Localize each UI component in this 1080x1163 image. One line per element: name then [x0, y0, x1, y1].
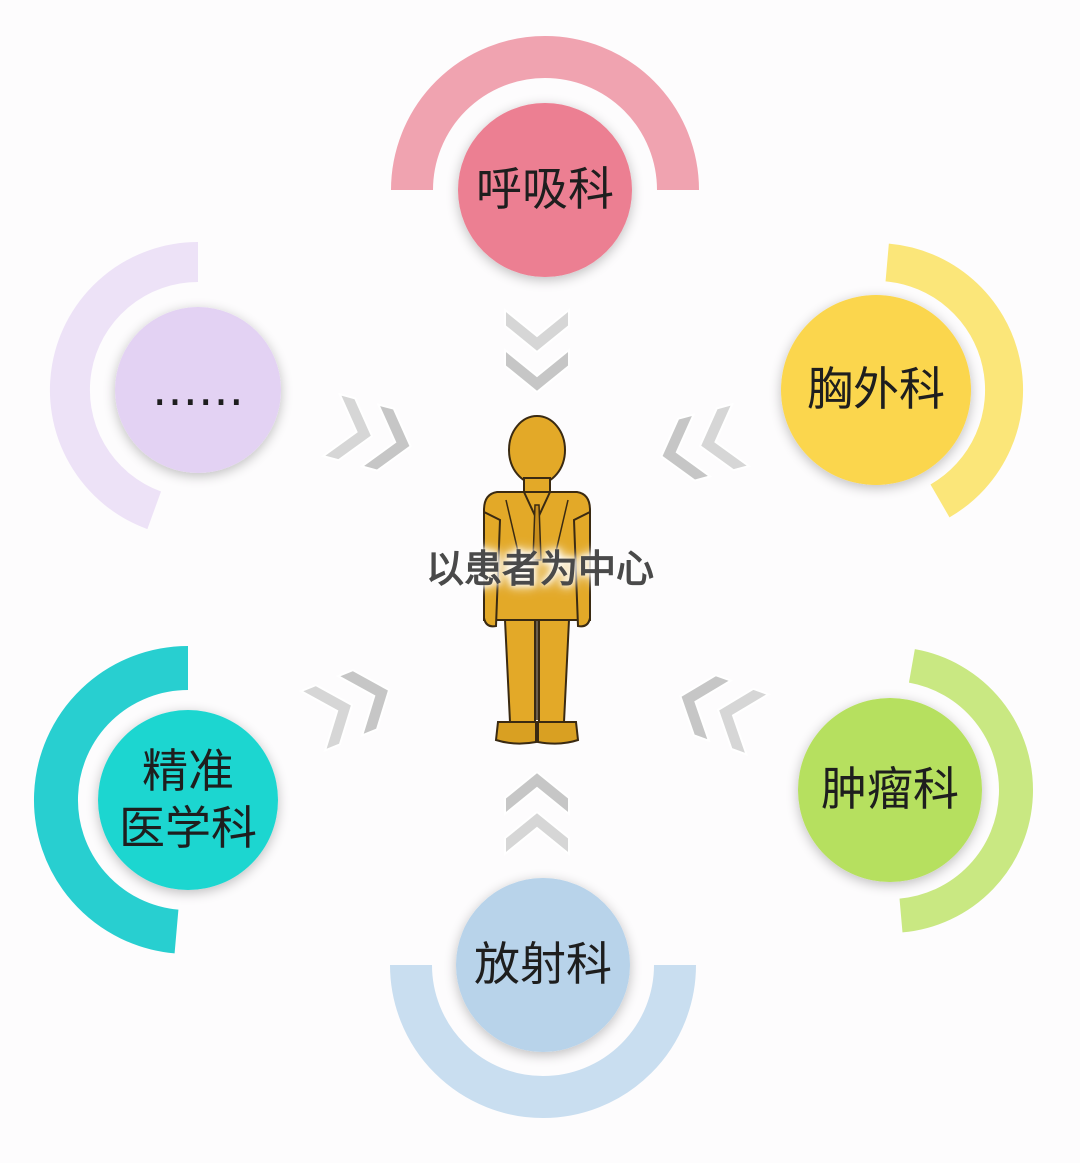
arrow-bottom-right-icon [679, 674, 771, 757]
arrow-top-left-icon [320, 392, 412, 472]
node-label-radiology: 放射科 [474, 937, 612, 992]
node-circle-radiology [456, 878, 630, 1052]
node-ring-radiology [390, 964, 696, 1118]
node-respiratory [391, 36, 699, 277]
node-ring-oncology [899, 649, 1033, 933]
arrow-bottom-icon [504, 770, 570, 857]
node-circle-thoracic [781, 295, 971, 485]
node-label-precision: 精准 医学科 [119, 743, 257, 856]
node-label-respiratory: 呼吸科 [476, 162, 614, 217]
node-label-more: …… [152, 362, 244, 417]
arrow-top-right-icon [660, 402, 752, 482]
node-more [49, 242, 281, 530]
center-label: 以患者为中心 [425, 546, 654, 591]
node-ring-thoracic [885, 243, 1023, 518]
node-oncology [798, 649, 1033, 933]
node-thoracic [781, 243, 1023, 518]
patient-figure-icon [483, 415, 591, 745]
node-label-oncology: 肿瘤科 [821, 762, 959, 817]
arrow-top-icon [504, 307, 570, 394]
node-circle-precision [98, 710, 278, 890]
node-ring-respiratory [391, 36, 699, 191]
node-circle-more [115, 307, 281, 473]
node-label-thoracic: 胸外科 [807, 362, 945, 417]
arrows-layer [298, 307, 771, 857]
node-circle-oncology [798, 698, 982, 882]
node-ring-more [49, 242, 199, 530]
node-precision [33, 646, 278, 954]
arrow-bottom-left-icon [298, 668, 391, 753]
node-radiology [390, 878, 696, 1118]
node-ring-precision [33, 646, 189, 954]
node-circle-respiratory [458, 103, 632, 277]
nodes-layer [33, 36, 1033, 1118]
